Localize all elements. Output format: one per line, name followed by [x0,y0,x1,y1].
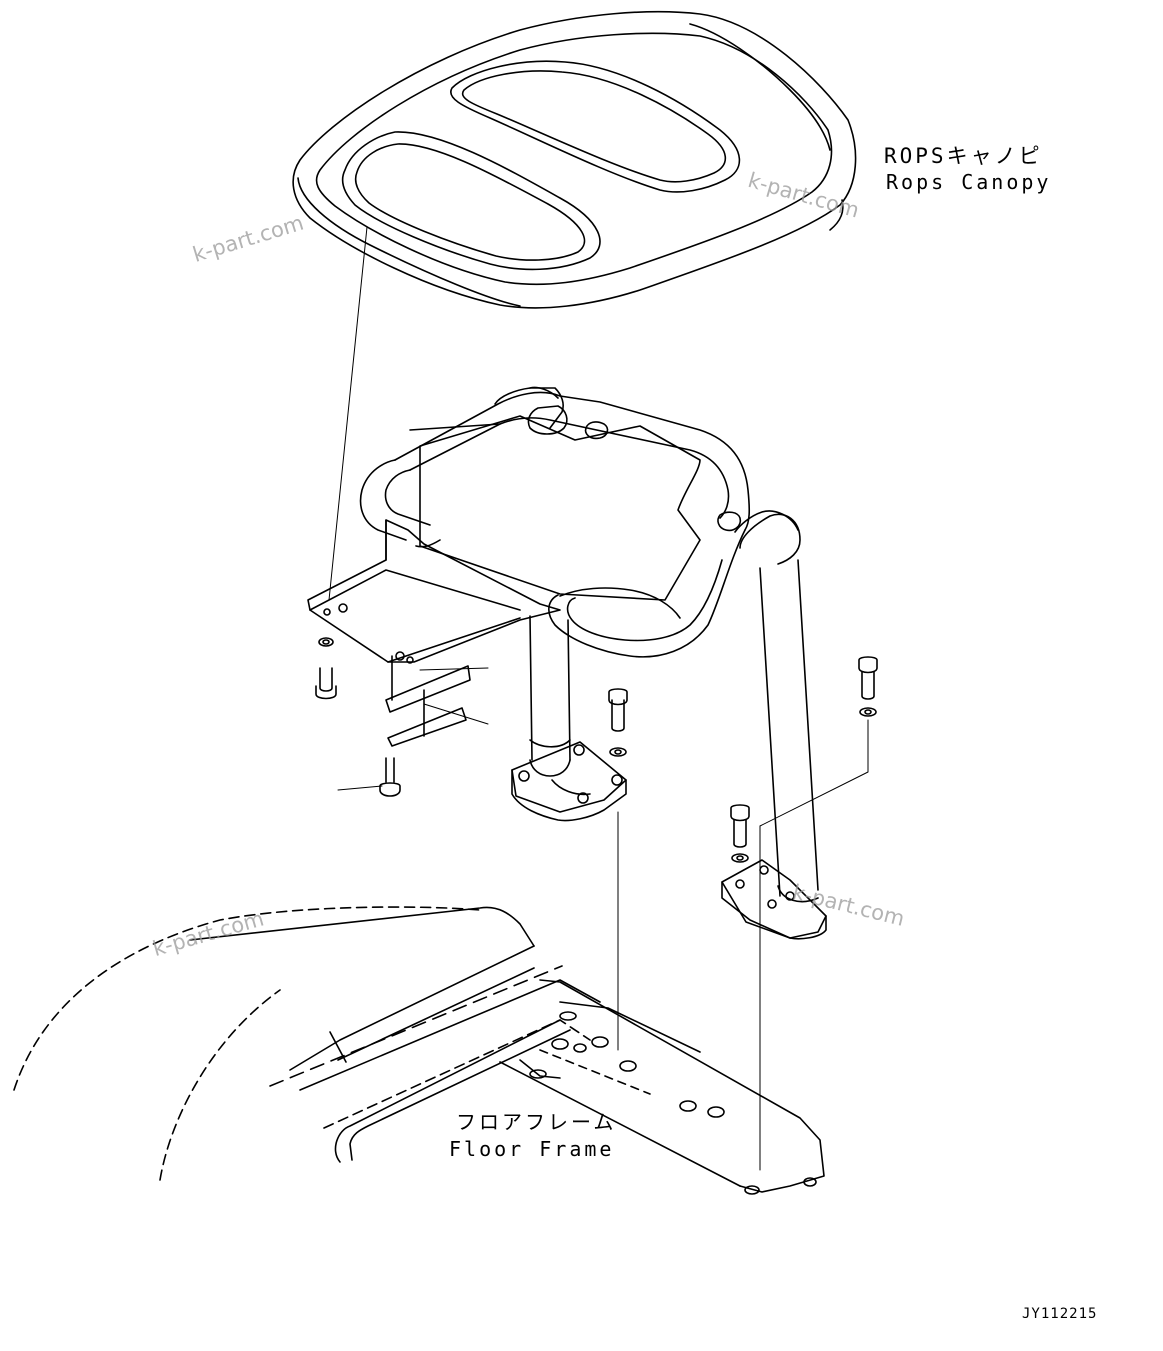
floor-frame-label-en: Floor Frame [449,1137,615,1161]
bolt-rear-lower [730,804,750,863]
bolt-rear-upper [858,656,878,717]
leader-lines [328,226,869,1171]
bracket-plate [307,519,561,664]
bolts-washers [315,637,878,863]
rops-canopy-roof [292,10,857,309]
floor-frame-label-ja: フロアフレーム [456,1110,617,1134]
rops-canopy-label-en: Rops Canopy [886,170,1052,194]
rops-frame [359,386,801,658]
bolt-left [315,637,337,700]
rear-post [759,559,819,903]
rear-base-plate [721,859,827,940]
front-base-plate [511,741,627,822]
bolt-front [608,688,628,757]
label-plates [385,655,471,747]
screw-small [379,757,401,797]
floor-frame [13,906,825,1195]
rops-canopy-label-ja: ROPSキャノピ [884,144,1043,168]
drawing-code: JY112215 [1022,1306,1098,1322]
front-post [529,615,571,777]
